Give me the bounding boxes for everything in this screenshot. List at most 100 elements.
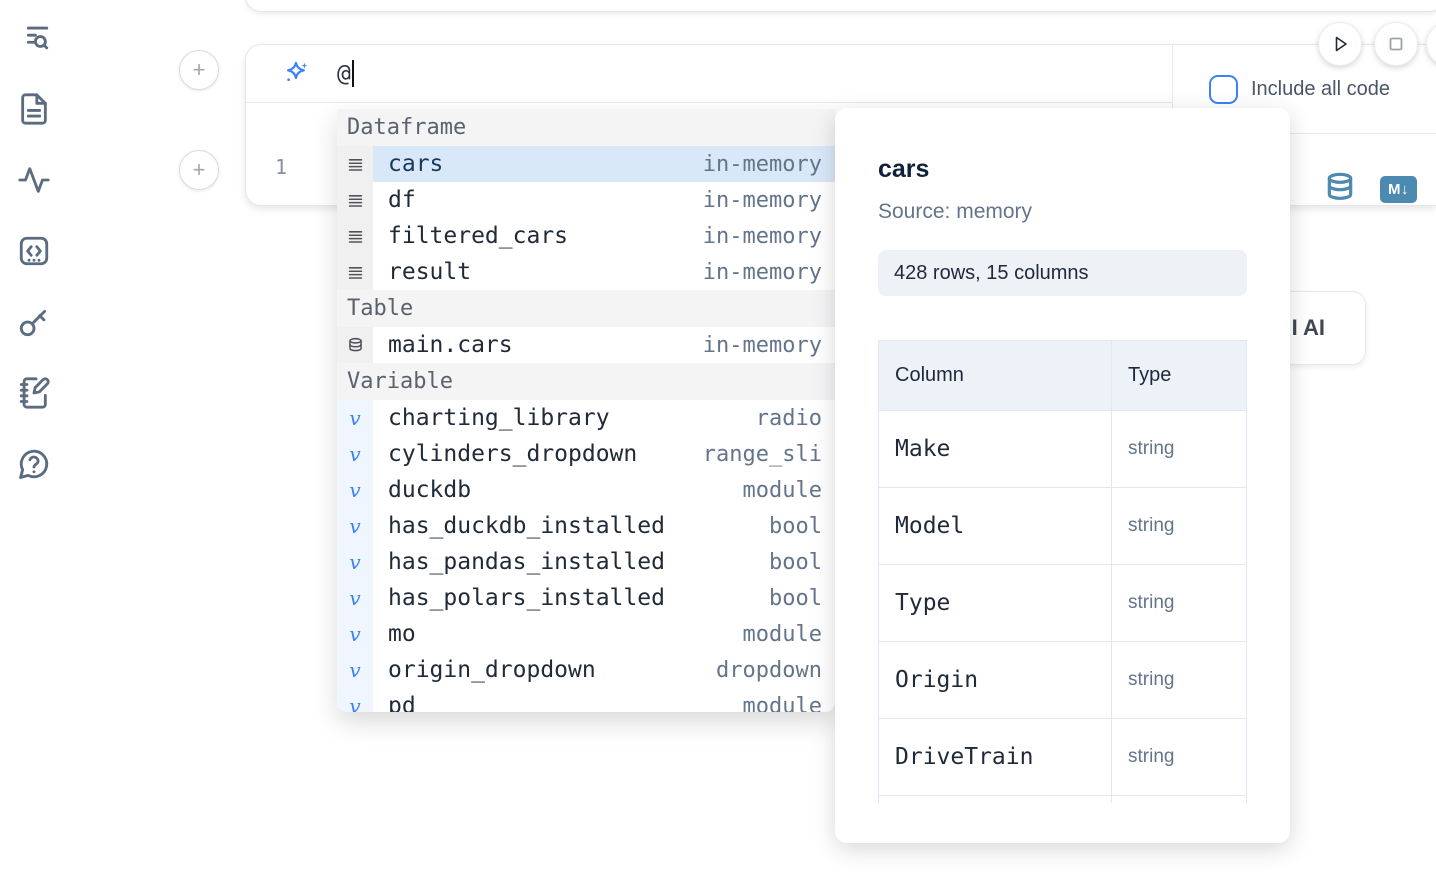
database-icon [1327, 172, 1353, 200]
completion-item-type: bool [769, 585, 822, 611]
completion-item-name: charting_library [388, 405, 610, 431]
completion-item-name: result [388, 259, 472, 285]
completion-item-name: duckdb [388, 477, 472, 503]
variable-icon: v [349, 622, 361, 646]
completion-item-mo[interactable]: v mo module [337, 616, 835, 652]
prompt-value: @ [337, 60, 351, 87]
completion-item-type: in-memory [702, 332, 822, 358]
schema-column-name: Make [878, 410, 1112, 488]
completion-item-gutter [337, 182, 373, 218]
completion-item-name: cylinders_dropdown [388, 441, 638, 467]
completion-item-name: pd [388, 693, 416, 712]
ai-prompt-input[interactable]: @ [246, 45, 1172, 103]
activity-icon [18, 167, 50, 193]
list-search-icon [26, 26, 49, 50]
sidebar-button-document-icon[interactable] [14, 89, 54, 129]
completion-item-duckdb[interactable]: v duckdb module [337, 472, 835, 508]
completion-item-type: in-memory [702, 187, 822, 213]
completion-item-type: range_sli [702, 441, 822, 467]
completion-item-gutter: v [337, 400, 373, 436]
completion-item-gutter: v [337, 580, 373, 616]
completion-item-pd[interactable]: v pd module [337, 688, 835, 712]
variable-icon: v [349, 478, 361, 502]
schema-column-name: Origin [878, 641, 1112, 719]
completion-item-name: has_pandas_installed [388, 549, 665, 575]
schema-column-name: Model [878, 487, 1112, 565]
add-cell-button-top[interactable]: + [179, 50, 219, 90]
schema-column-type: string [1111, 410, 1247, 488]
completion-item-gutter [337, 327, 373, 363]
completion-item-type: module [742, 621, 822, 647]
completion-item-gutter [337, 254, 373, 290]
completion-item-type: in-memory [702, 259, 822, 285]
completion-item-type: bool [769, 513, 822, 539]
schema-column-type: string [1111, 487, 1247, 565]
completion-item-gutter [337, 218, 373, 254]
sidebar-button-notebook-pen-icon[interactable] [14, 373, 54, 413]
schema-column-name: DriveTrain [878, 718, 1112, 796]
schema-column-type: string [1111, 718, 1247, 796]
stop-square-icon [1389, 37, 1403, 51]
completion-item-name: filtered_cars [388, 223, 569, 249]
variable-icon: v [349, 658, 361, 682]
add-cell-button-bottom[interactable]: + [179, 150, 219, 190]
completion-item-gutter: v [337, 436, 373, 472]
database-toggle-button[interactable] [1324, 171, 1356, 208]
completion-item-gutter: v [337, 652, 373, 688]
preview-shape-badge: 428 rows, 15 columns [878, 250, 1247, 296]
completion-item-type: module [742, 477, 822, 503]
completion-item-type: bool [769, 549, 822, 575]
play-icon [1335, 36, 1347, 52]
preview-title: cars [878, 155, 930, 183]
run-cell-button[interactable] [1318, 22, 1362, 66]
stop-button[interactable] [1374, 22, 1418, 66]
sidebar-button-key-icon[interactable] [14, 302, 54, 342]
sidebar-button-activity-icon[interactable] [14, 160, 54, 200]
code-square-icon [19, 236, 49, 266]
completion-item-charting_library[interactable]: v charting_library radio [337, 400, 835, 436]
schema-header-type: Type [1111, 340, 1247, 411]
help-chat-icon [19, 449, 49, 479]
completion-section-header: Variable [337, 363, 835, 400]
sidebar-button-help-chat-icon[interactable] [14, 444, 54, 484]
completion-section-header: Dataframe [337, 109, 835, 146]
schema-row-clipped [878, 795, 1247, 803]
schema-column-type: string [1111, 641, 1247, 719]
sidebar-button-list-search-icon[interactable] [14, 18, 54, 58]
sidebar-button-code-square-icon[interactable] [14, 231, 54, 271]
include-all-code-checkbox[interactable] [1209, 74, 1238, 104]
completion-item-has_polars_installed[interactable]: v has_polars_installed bool [337, 580, 835, 616]
previous-cell-edge [245, 0, 1436, 12]
completion-item-name: has_polars_installed [388, 585, 665, 611]
completion-section-header: Table [337, 290, 835, 327]
completion-item-type: module [742, 693, 822, 713]
completion-item-type: radio [755, 405, 822, 431]
rows-icon [348, 266, 362, 279]
schema-column-name: Type [878, 564, 1112, 642]
completion-item-cylinders_dropdown[interactable]: v cylinders_dropdown range_sli [337, 436, 835, 472]
rows-icon [348, 194, 362, 207]
database-icon [348, 337, 362, 351]
variable-icon: v [349, 694, 361, 712]
completion-item-gutter: v [337, 472, 373, 508]
text-cursor [351, 60, 354, 87]
variable-icon: v [349, 406, 361, 430]
sparkles-icon [286, 61, 308, 82]
schema-column-type: string [1111, 564, 1247, 642]
completion-item-result[interactable]: result in-memory [337, 254, 835, 290]
completion-item-name: mo [388, 621, 416, 647]
completion-item-gutter: v [337, 688, 373, 712]
markdown-toggle-button[interactable]: M↓ [1380, 176, 1417, 203]
